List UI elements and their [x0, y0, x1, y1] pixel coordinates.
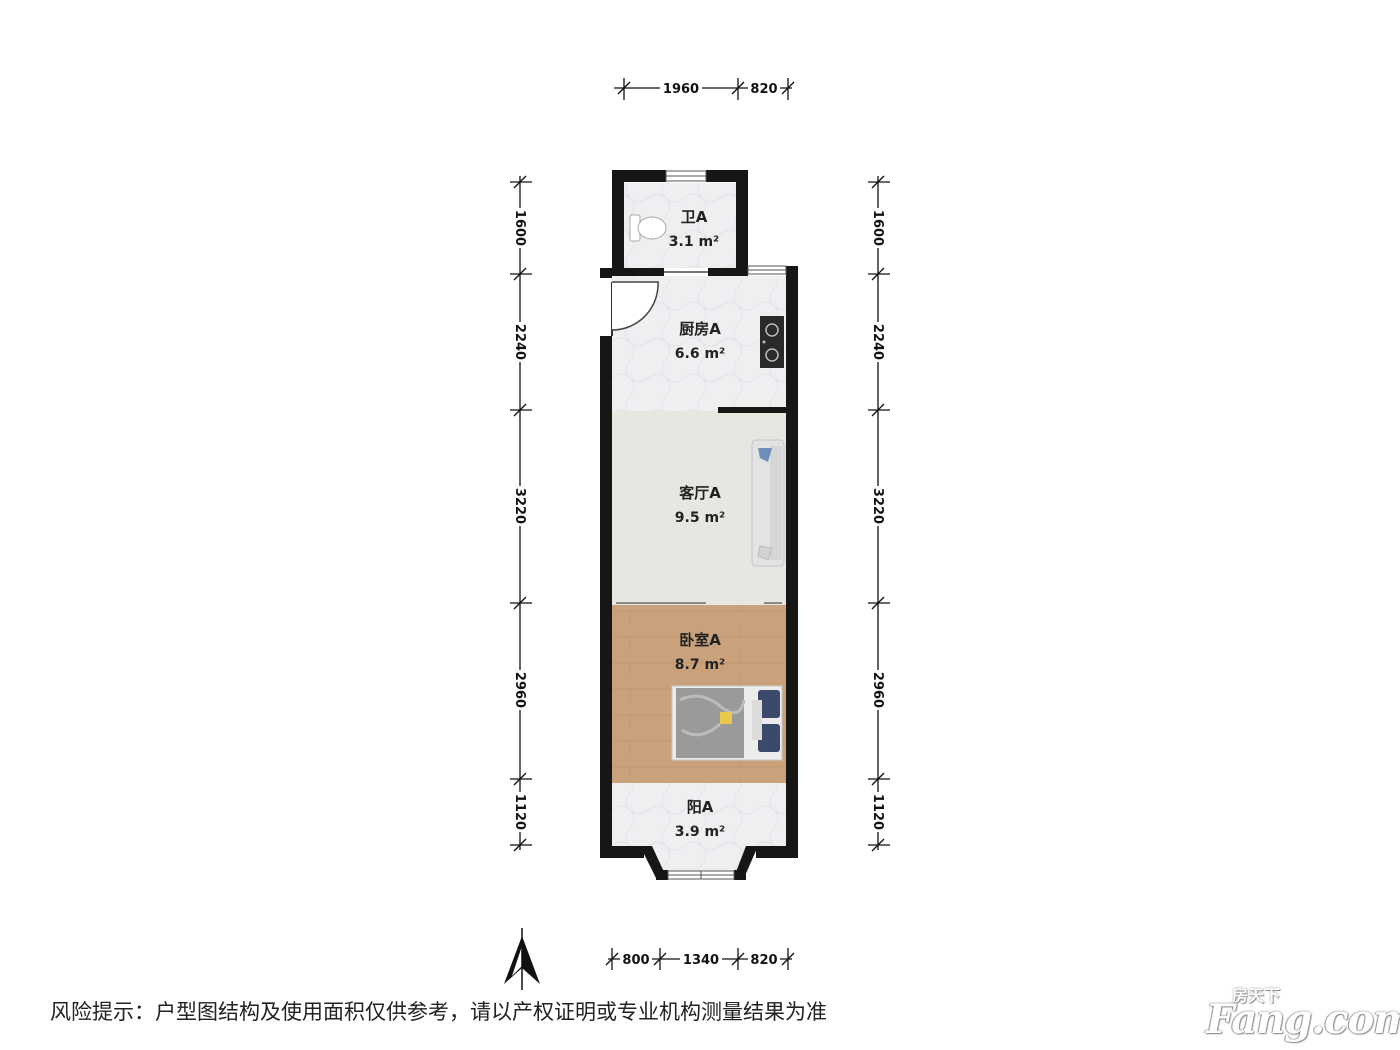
- windows: [665, 170, 787, 880]
- walls: [600, 170, 798, 880]
- room-area-living: 9.5 m²: [675, 510, 725, 526]
- dim-right-5: 1120: [870, 794, 885, 830]
- dim-left-2: 2240: [512, 324, 527, 360]
- dim-bottom-3: 820: [750, 953, 777, 968]
- room-name-bathroom: 卫A: [681, 208, 708, 226]
- room-area-bedroom: 8.7 m²: [675, 657, 725, 673]
- room-name-balcony: 阳A: [687, 798, 714, 816]
- watermark-cn-logo: 房天下: [1232, 986, 1281, 1005]
- dim-right-2: 2240: [870, 324, 885, 360]
- dim-top-1: 1960: [663, 82, 699, 97]
- entrance-door: [611, 281, 659, 336]
- room-name-kitchen: 厨房A: [679, 320, 721, 338]
- sofa-icon: [751, 439, 785, 567]
- dim-left-3: 3220: [512, 488, 527, 524]
- disclaimer-text: 风险提示：户型图结构及使用面积仅供参考，请以产权证明或专业机构测量结果为准: [50, 1000, 827, 1024]
- bay-window-floor: [650, 855, 750, 875]
- watermark-logo: Fang.com: [1206, 996, 1400, 1043]
- balcony-floor: [612, 783, 786, 855]
- dim-left-4: 2960: [512, 672, 527, 708]
- room-area-kitchen: 6.6 m²: [675, 346, 725, 362]
- dim-left-1: 1600: [512, 210, 527, 246]
- dimension-text-bg: [512, 80, 886, 967]
- toilet-icon: [629, 214, 667, 242]
- dim-right-1: 1600: [870, 210, 885, 246]
- room-name-living: 客厅A: [678, 484, 721, 502]
- north-arrow-icon: [504, 928, 540, 990]
- dim-right-3: 3220: [870, 488, 885, 524]
- dim-bottom-1: 800: [622, 953, 649, 968]
- dim-top-2: 820: [750, 82, 777, 97]
- dim-left-5: 1120: [512, 794, 527, 830]
- room-name-bedroom: 卧室A: [679, 631, 721, 649]
- dim-right-4: 2960: [870, 672, 885, 708]
- room-area-balcony: 3.9 m²: [675, 824, 725, 840]
- dim-bottom-2: 1340: [683, 953, 719, 968]
- room-area-bathroom: 3.1 m²: [669, 234, 719, 250]
- bed-icon: [671, 685, 783, 761]
- stove-icon: [760, 316, 784, 368]
